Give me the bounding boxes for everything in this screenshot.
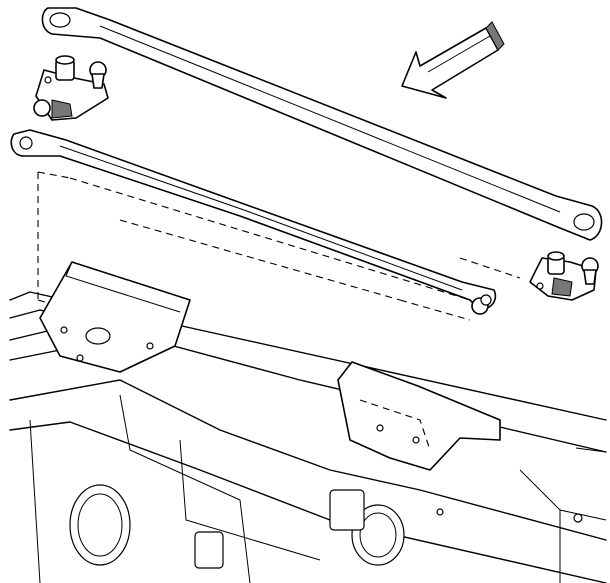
left-bolt-hole-1	[60, 326, 68, 334]
left-mount-plate-inner	[65, 261, 181, 313]
center-bracket-hidden-edge	[359, 399, 431, 451]
lower-rod-left-eye	[19, 136, 33, 150]
cowl-panel	[9, 171, 607, 583]
left-pivot-bushing-bracket	[33, 55, 109, 121]
right-pivot-bushing-bracket	[529, 251, 599, 301]
left-mount-plate	[39, 261, 191, 373]
left-mount-hole	[85, 327, 111, 345]
left-bolt-hole-2	[146, 342, 154, 350]
center-round-opening-rim	[359, 512, 397, 558]
cowl-rib-3	[179, 439, 321, 561]
cowl-rib-1	[29, 419, 41, 583]
lower-wiper-linkage-rod	[10, 129, 497, 315]
center-square-cutout	[329, 489, 365, 531]
module-outline-dashed	[37, 171, 521, 321]
right-bolt-hole	[573, 513, 583, 523]
direction-arrow-icon	[401, 21, 505, 99]
cowl-rib-2	[119, 394, 251, 583]
left-round-opening	[69, 484, 131, 566]
left-round-opening-rim	[77, 493, 123, 557]
center-bolt-hole-1	[376, 424, 384, 432]
left-bolt-hole-3	[76, 354, 84, 362]
right-structure	[519, 447, 607, 583]
upper-wiper-linkage-rod	[41, 7, 603, 241]
upper-rod-left-eye	[49, 12, 71, 28]
cowl-lower-body	[9, 379, 607, 541]
center-bolt-hole-2	[412, 436, 420, 444]
center-bolt-hole-3	[436, 508, 444, 516]
upper-rod-right-eye	[573, 213, 595, 231]
center-mount-bracket	[337, 361, 501, 471]
cowl-lower-body-2	[9, 421, 607, 583]
lower-square-cutout	[194, 531, 224, 569]
